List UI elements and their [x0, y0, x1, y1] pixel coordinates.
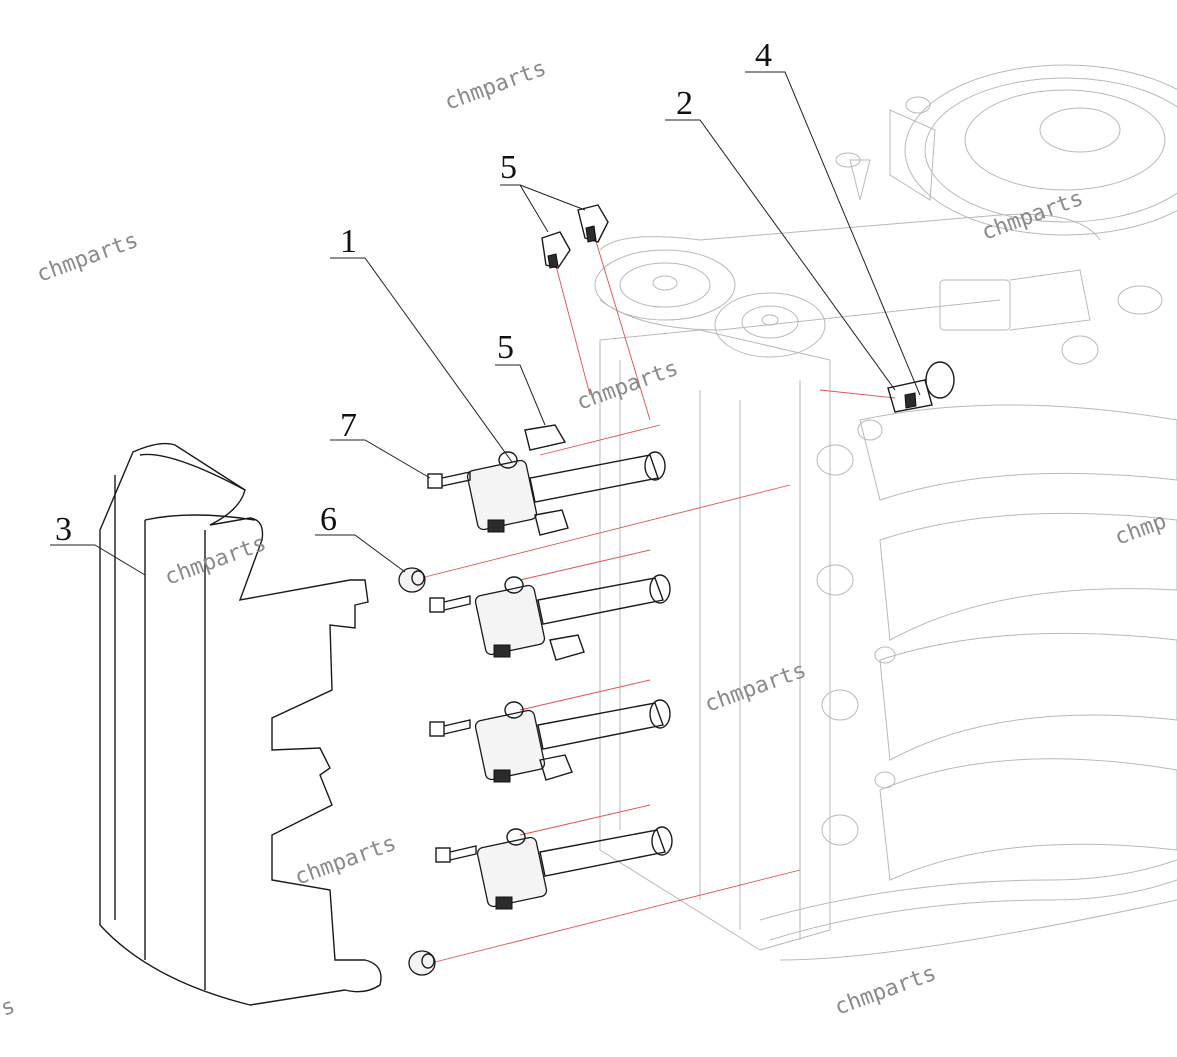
ignition-coil-1: [466, 451, 666, 533]
watermark-text: chmparts: [442, 56, 550, 116]
sensor-part-2-4: [887, 361, 955, 413]
callout-5-lower: 5: [497, 329, 514, 366]
guide-line: [554, 261, 591, 396]
ignition-coil-3: [474, 699, 671, 783]
guide-line: [519, 549, 651, 581]
ignition-coil-4: [476, 826, 673, 910]
assembly-guide-lines: [424, 237, 896, 963]
callout-6: 6: [320, 501, 337, 538]
guide-line: [519, 804, 651, 836]
guide-line: [819, 389, 896, 399]
leader-lines: [50, 71, 921, 576]
callout-2: 2: [676, 85, 693, 122]
guide-line: [519, 679, 651, 711]
guide-line: [539, 424, 661, 456]
watermark-text: chmparts: [574, 356, 682, 416]
guide-line: [434, 869, 801, 963]
watermark-text: chmparts: [702, 658, 810, 718]
callout-labels: 1 2 3 4 5 5 6 7: [55, 37, 772, 548]
callout-1: 1: [340, 223, 357, 260]
clip-part-5: [524, 204, 609, 781]
cover-part-3: [99, 442, 382, 1006]
callout-3: 3: [55, 511, 72, 548]
watermark-text: chmparts: [162, 531, 270, 591]
callout-4: 4: [755, 37, 772, 74]
watermark-text-partial: s: [0, 994, 19, 1022]
guide-line: [424, 484, 791, 578]
watermark-text: chmparts: [979, 186, 1087, 246]
grommet-part-6: [398, 567, 436, 976]
engine-block-background: [594, 64, 1177, 961]
ignition-coil-2: [474, 574, 671, 658]
guide-line: [594, 237, 651, 421]
callout-5-upper: 5: [500, 149, 517, 186]
watermark-text: chmparts: [34, 228, 142, 288]
watermarks: chmparts chmparts chmparts chmparts chmp…: [0, 56, 1170, 1022]
callout-7: 7: [340, 407, 357, 444]
watermark-text: chmparts: [292, 831, 400, 891]
bolt-part-7: [427, 471, 477, 863]
watermark-text: chmparts: [832, 961, 940, 1021]
